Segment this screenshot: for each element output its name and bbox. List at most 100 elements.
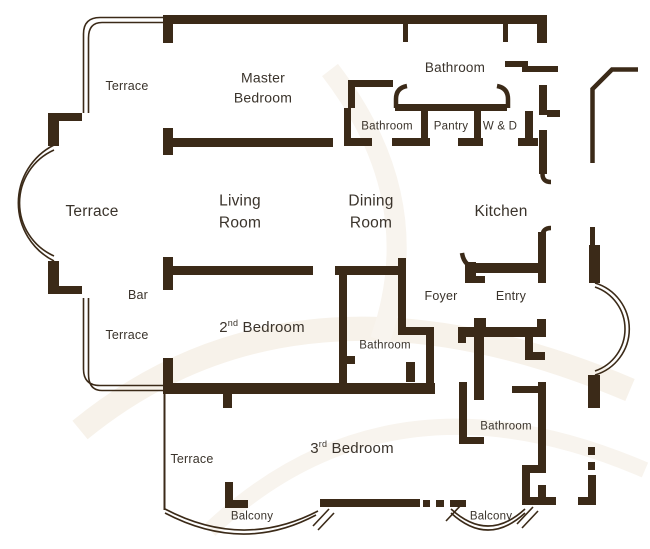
wall-segment	[225, 500, 248, 508]
wall-segment	[465, 262, 476, 278]
railing-break-tick	[317, 512, 335, 531]
wall-segment	[537, 15, 547, 43]
wall-segment	[347, 356, 355, 364]
wall-segment	[225, 482, 233, 508]
wall-dash	[436, 500, 444, 507]
third-bedroom-number: 3	[310, 440, 319, 458]
wall-segment	[163, 266, 313, 275]
room-label-balcony-left: Balcony	[230, 510, 274, 523]
room-label-living-room: Living Room	[218, 192, 262, 232]
wall-segment	[50, 286, 82, 294]
wall-segment	[50, 113, 82, 121]
railing-break-tick	[312, 508, 330, 527]
wall-segment	[421, 111, 428, 141]
wall-segment	[426, 327, 434, 389]
wall-segment	[344, 108, 351, 144]
wall-segment	[474, 111, 481, 141]
room-label-master-bedroom: Master Bedroom	[233, 69, 293, 106]
terrace-railing-line	[87, 21, 163, 113]
wall-dash	[588, 462, 595, 470]
second-bedroom-text: Bedroom	[238, 319, 305, 337]
wall-segment	[578, 497, 596, 505]
room-label-third-bedroom: 3rd Bedroom	[310, 438, 394, 460]
wall-segment	[589, 245, 600, 283]
terrace-outline-right	[590, 67, 638, 163]
terrace-railing-line	[82, 16, 163, 113]
wall-segment	[48, 261, 59, 294]
wall-segment	[512, 386, 545, 393]
wall-segment	[505, 61, 527, 67]
wall-segment	[525, 337, 533, 360]
room-label-foyer: Foyer	[424, 288, 458, 303]
railing-break-tick	[516, 506, 534, 525]
door-jamb	[403, 24, 408, 42]
entry-bay-arc	[594, 282, 631, 376]
door-jamb	[503, 24, 508, 42]
wall-segment	[395, 104, 507, 111]
wall-dash	[450, 500, 466, 507]
room-label-bathroom-bottom-right: Bathroom	[480, 420, 532, 433]
wall-segment	[474, 318, 486, 337]
wall-segment	[163, 15, 173, 43]
wall-segment	[522, 465, 530, 505]
room-label-second-bedroom: 2nd Bedroom	[219, 317, 305, 339]
wall-segment	[539, 85, 547, 115]
wall-segment	[590, 227, 595, 247]
second-bedroom-number: 2	[219, 319, 228, 337]
bay-window-arc	[17, 144, 55, 262]
wall-segment	[348, 80, 393, 87]
wall-dash	[588, 447, 595, 455]
wall-segment	[538, 485, 546, 505]
room-label-bathroom-top: Bathroom	[424, 60, 486, 76]
wall-segment	[398, 327, 434, 335]
wall-segment	[339, 266, 347, 386]
room-label-entry: Entry	[495, 288, 527, 303]
wall-segment	[465, 276, 485, 283]
wall-segment	[348, 80, 355, 108]
room-label-washer-dryer: W & D	[482, 120, 518, 133]
wall-segment	[547, 110, 560, 117]
wall-segment	[458, 327, 466, 343]
wall-segment	[522, 497, 556, 505]
room-label-terrace-left: Terrace	[65, 202, 119, 220]
wall-segment	[525, 352, 545, 360]
wall-segment	[538, 232, 546, 283]
third-bedroom-ordinal: rd	[318, 439, 328, 450]
room-label-balcony-right: Balcony	[469, 510, 513, 523]
wall-segment	[320, 499, 420, 507]
room-label-terrace-left-lower: Terrace	[105, 327, 149, 342]
wall-segment	[518, 138, 538, 146]
wall-segment	[163, 15, 547, 24]
wall-segment	[163, 383, 435, 394]
wall-segment	[539, 130, 547, 174]
bay-window-arc	[18, 149, 55, 257]
wall-segment	[335, 266, 405, 275]
terrace-railing-line	[87, 298, 163, 392]
wall-segment	[522, 465, 546, 473]
wall-segment	[588, 375, 600, 408]
wall-segment	[538, 382, 546, 468]
room-label-terrace-top-left: Terrace	[105, 78, 149, 93]
wall-segment	[398, 266, 406, 332]
wall-segment	[522, 66, 558, 72]
wall-segment	[392, 138, 430, 146]
wall-segment	[588, 475, 596, 505]
wall-segment	[474, 337, 484, 400]
wall-segment	[458, 327, 545, 337]
wall-segment	[163, 358, 173, 383]
watermark-swirl	[204, 418, 649, 536]
room-label-dining-room: Dining Room	[348, 192, 394, 232]
wall-segment	[458, 138, 483, 146]
wall-segment	[537, 319, 546, 337]
room-label-bathroom-ensuite: Bathroom	[361, 120, 413, 133]
second-bedroom-ordinal: nd	[227, 318, 239, 329]
wall-segment	[459, 437, 484, 444]
room-label-kitchen: Kitchen	[474, 202, 528, 220]
room-label-pantry: Pantry	[433, 120, 469, 133]
wall-segment	[48, 113, 59, 146]
wall-segment	[459, 382, 467, 444]
wall-segment	[344, 138, 372, 146]
third-bedroom-text: Bedroom	[327, 440, 394, 458]
railing-break-tick	[521, 510, 539, 529]
